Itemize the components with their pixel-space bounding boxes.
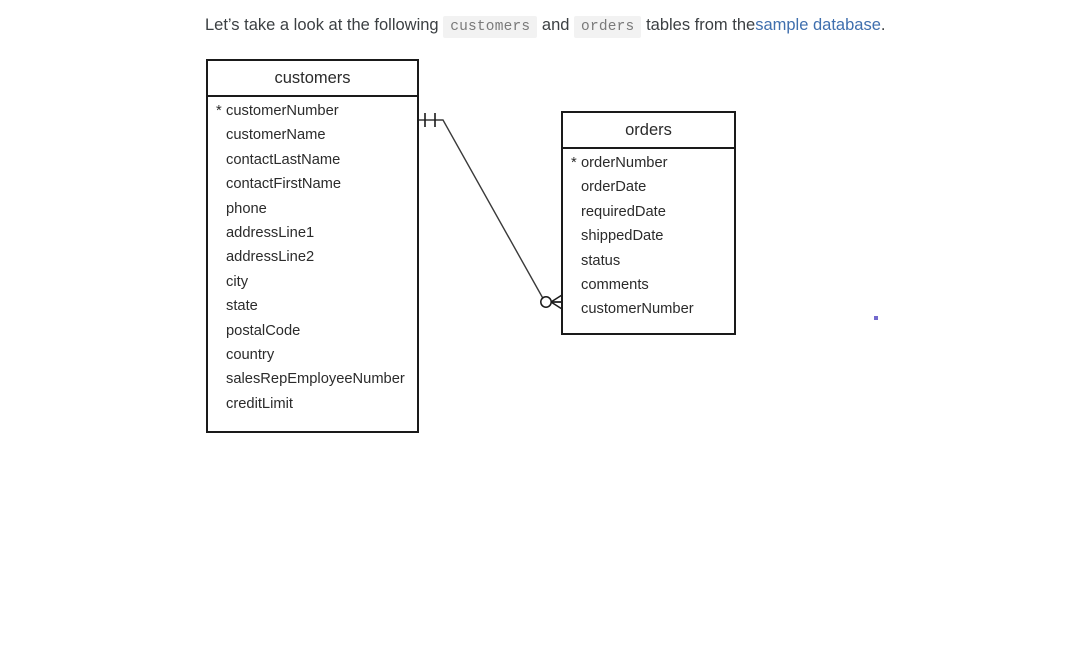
field-label: addressLine2: [226, 249, 315, 266]
entity-customers-title: customers: [208, 61, 417, 97]
field-row: phone: [208, 201, 417, 225]
field-row: country: [208, 347, 417, 371]
field-row: creditLimit: [208, 396, 417, 420]
field-label: contactFirstName: [226, 176, 342, 193]
field-label: comments: [581, 276, 649, 293]
field-row: * customerNumber: [208, 103, 417, 127]
field-label: contactLastName: [226, 151, 341, 168]
inline-code-orders: orders: [574, 16, 642, 38]
field-row: comments: [563, 277, 734, 301]
field-row: * orderNumber: [563, 155, 734, 179]
field-row: contactFirstName: [208, 176, 417, 200]
inline-code-customers: customers: [443, 16, 538, 38]
field-label: creditLimit: [226, 395, 293, 412]
field-label: customerNumber: [226, 103, 339, 119]
intro-sentence: Let’s take a look at the following custo…: [205, 13, 885, 39]
field-row: contactLastName: [208, 152, 417, 176]
field-row: salesRepEmployeeNumber: [208, 371, 417, 395]
field-row: shippedDate: [563, 228, 734, 252]
intro-text-part4: .: [880, 16, 886, 34]
field-label: orderDate: [581, 179, 647, 196]
intro-text-part3: tables from the: [646, 16, 756, 34]
intro-text-part2: and: [541, 16, 570, 34]
field-row: state: [208, 298, 417, 322]
field-row: customerName: [208, 127, 417, 151]
field-row: addressLine2: [208, 249, 417, 273]
field-row: status: [563, 253, 734, 277]
primary-key-marker: *: [571, 155, 577, 171]
primary-key-marker: *: [216, 103, 222, 119]
field-label: salesRepEmployeeNumber: [226, 371, 405, 388]
field-label: addressLine1: [226, 224, 315, 241]
optional-zero-circle: [540, 296, 552, 308]
field-row: requiredDate: [563, 204, 734, 228]
entity-orders: orders * orderNumber orderDate requiredD…: [561, 111, 736, 335]
entity-customers-fields: * customerNumber customerName contactLas…: [208, 97, 417, 432]
sample-database-link[interactable]: sample database: [755, 16, 881, 34]
stray-dot-artifact: [874, 316, 878, 320]
field-label: state: [226, 298, 258, 315]
crows-foot-icon: [550, 294, 563, 310]
field-label: country: [226, 346, 275, 363]
field-label: status: [581, 252, 621, 269]
field-label: city: [226, 273, 249, 290]
field-label: postalCode: [226, 322, 301, 339]
field-row: customerNumber: [563, 301, 734, 325]
field-row: addressLine1: [208, 225, 417, 249]
field-label: customerName: [226, 127, 326, 144]
field-label: phone: [226, 200, 267, 217]
field-row: city: [208, 274, 417, 298]
intro-text-part1: Let’s take a look at the following: [205, 16, 439, 34]
field-row: postalCode: [208, 323, 417, 347]
field-label: shippedDate: [581, 228, 664, 245]
relationship-line: [419, 119, 561, 303]
field-label: orderNumber: [581, 155, 668, 171]
field-label: customerNumber: [581, 301, 694, 318]
field-label: requiredDate: [581, 203, 666, 220]
entity-orders-fields: * orderNumber orderDate requiredDate shi…: [563, 149, 734, 338]
entity-customers: customers * customerNumber customerName …: [206, 59, 419, 433]
cardinality-zero-or-many-marker: [540, 294, 563, 310]
cardinality-exactly-one-marker: [424, 113, 436, 127]
relationship-connector-customers-orders: [419, 113, 563, 310]
field-row: orderDate: [563, 179, 734, 203]
entity-orders-title: orders: [563, 113, 734, 149]
